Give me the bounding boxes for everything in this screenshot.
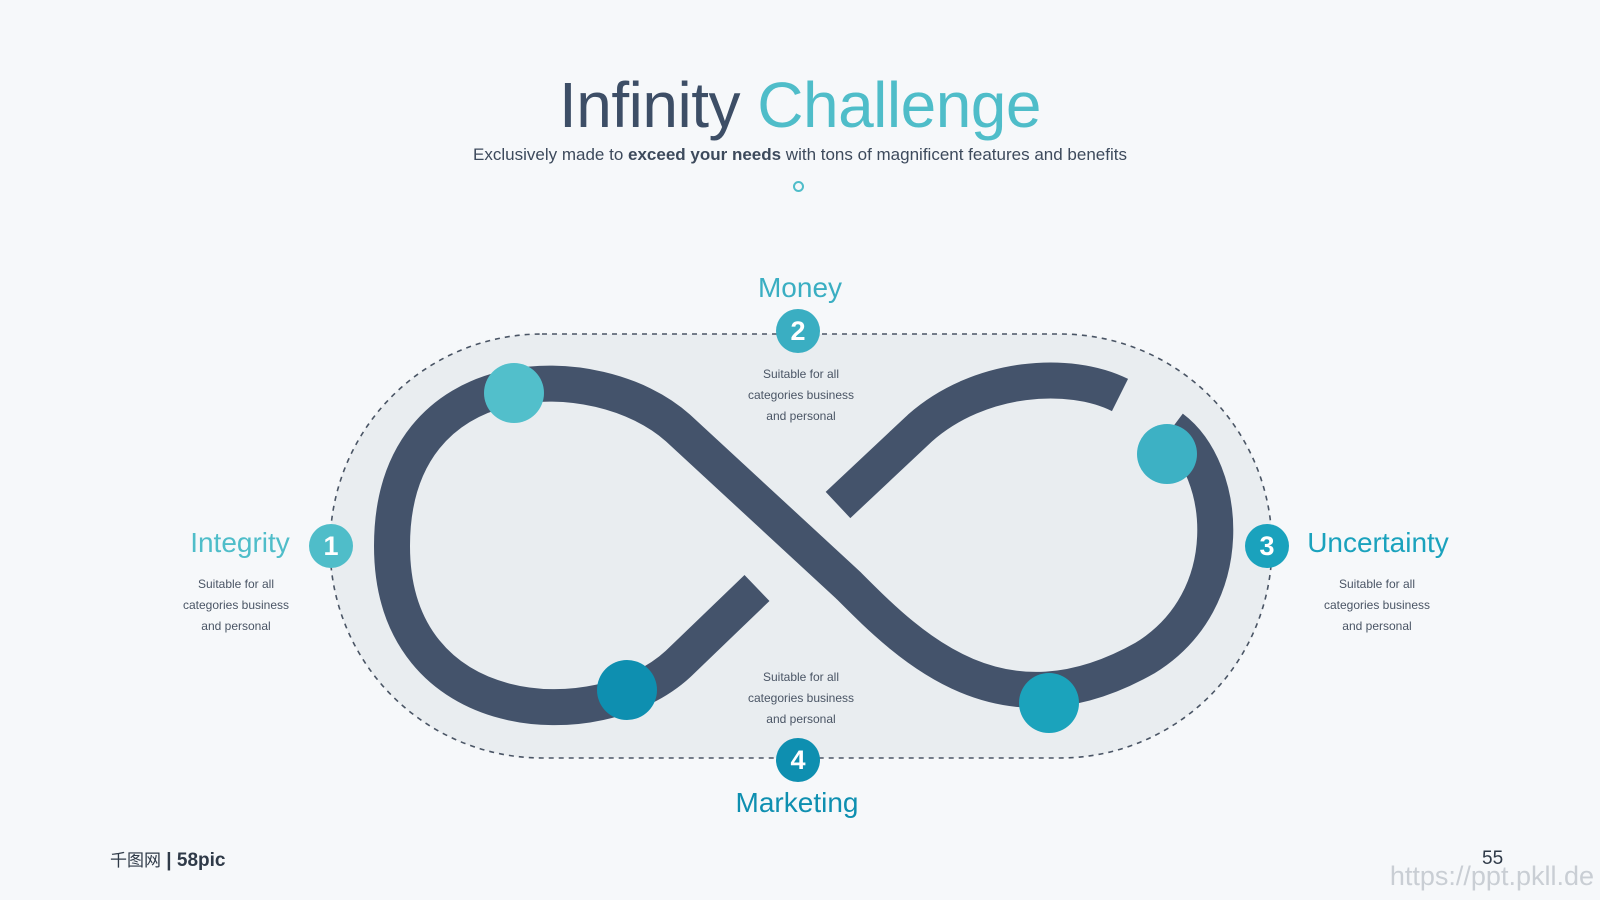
badge-3: 3 bbox=[1245, 524, 1289, 568]
description-marketing: Suitable for all categories business and… bbox=[747, 670, 855, 726]
infinity-left-lobe bbox=[373, 365, 1234, 726]
subtitle-suffix: with tons of magnificent features and be… bbox=[781, 145, 1127, 164]
title-part-2: Challenge bbox=[757, 69, 1041, 141]
loop-marker-4 bbox=[1019, 673, 1079, 733]
loop-marker-1 bbox=[484, 363, 544, 423]
heading-marketing: Marketing bbox=[735, 787, 859, 818]
slide-subtitle: Exclusively made to exceed your needs wi… bbox=[0, 145, 1600, 165]
heading-integrity: Integrity bbox=[190, 527, 290, 558]
badge-4: 4 bbox=[776, 738, 820, 782]
subtitle-prefix: Exclusively made to bbox=[473, 145, 628, 164]
loop-marker-2 bbox=[1137, 424, 1197, 484]
heading-money: Money bbox=[757, 272, 843, 303]
subtitle-bold: exceed your needs bbox=[628, 145, 782, 164]
badge-1: 1 bbox=[309, 524, 353, 568]
footer-logo: 千图网 | 58pic bbox=[110, 846, 225, 872]
page-number: 55 bbox=[1482, 848, 1504, 869]
loop-marker-3 bbox=[597, 660, 657, 720]
title-part-1: Infinity bbox=[559, 69, 740, 141]
description-uncertainty: Suitable for all categories business and… bbox=[1323, 577, 1431, 633]
heading-uncertainty: Uncertainty bbox=[1307, 527, 1449, 558]
description-integrity: Suitable for all categories business and… bbox=[182, 577, 290, 633]
description-money: Suitable for all categories business and… bbox=[747, 367, 855, 423]
badge-2: 2 bbox=[776, 309, 820, 353]
watermark: https://ppt.pkll.de bbox=[1389, 861, 1594, 891]
decorative-ring-icon bbox=[793, 181, 804, 192]
footer-logo-cn: 千图网 bbox=[110, 851, 161, 871]
footer-logo-en: | 58pic bbox=[161, 850, 226, 871]
infinity-right-arm bbox=[825, 362, 1129, 519]
slide-title: Infinity Challenge bbox=[0, 68, 1600, 142]
